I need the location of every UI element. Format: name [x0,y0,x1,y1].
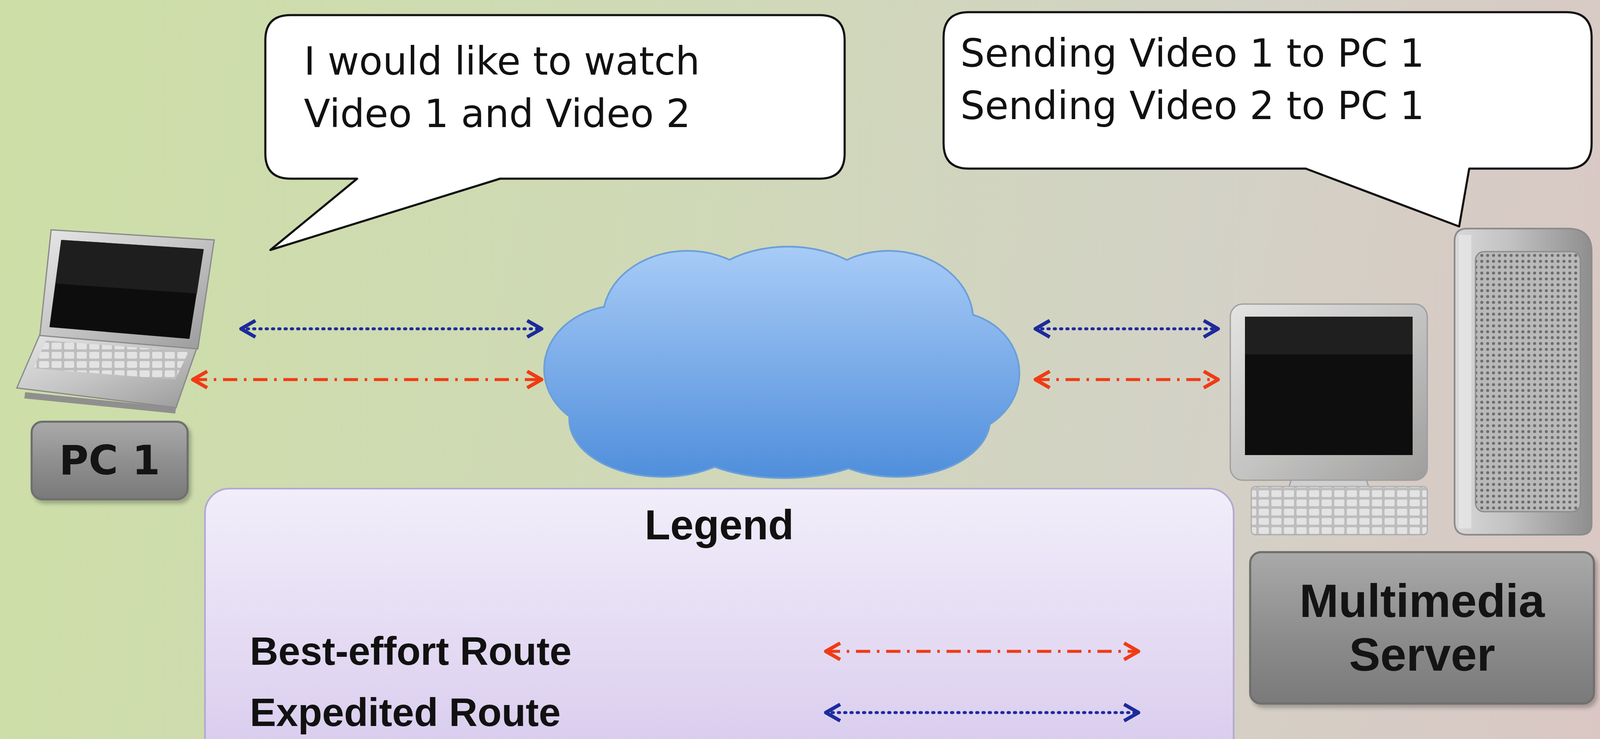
server-illustration [1230,228,1592,535]
speech-text: Sending Video 1 to PC 1 [960,27,1575,80]
device-label: PC 1 [30,420,189,501]
speech-bubble: I would like to watch Video 1 and Video … [265,15,845,179]
legend-text: Expedited Route [249,691,561,734]
bubble-shape [265,15,845,250]
legend-title: Legend [644,501,794,548]
label-text: Multimedia Server [1266,573,1578,682]
bubble-shape [943,12,1592,227]
speech-bubble: Sending Video 1 to PC 1Sending Video 2 t… [943,12,1592,169]
speech-text: I would like to watch Video 1 and Video … [303,35,820,141]
legend-text: Best-effort Route [249,630,572,672]
laptop-illustration [16,229,215,414]
speech-text: Sending Video 2 to PC 1 [960,79,1575,133]
route-arrows [192,328,1219,380]
network-cloud [544,247,1019,478]
device-label: Multimedia Server [1249,550,1595,705]
label-text: PC 1 [59,437,161,484]
